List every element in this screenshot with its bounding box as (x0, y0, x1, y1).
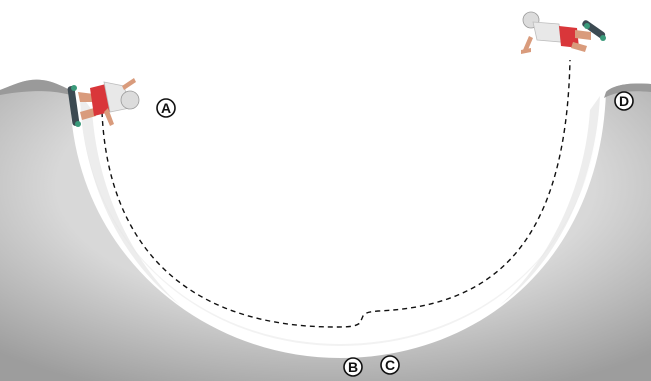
point-a-marker: A (157, 99, 175, 117)
point-d-label: D (619, 93, 629, 109)
point-c-marker: C (381, 356, 399, 374)
point-c-label: C (385, 357, 395, 373)
point-b-marker: B (344, 358, 362, 376)
point-b-label: B (348, 359, 358, 375)
point-d-marker: D (615, 92, 633, 110)
point-a-label: A (161, 100, 171, 116)
skater-right (521, 12, 606, 54)
